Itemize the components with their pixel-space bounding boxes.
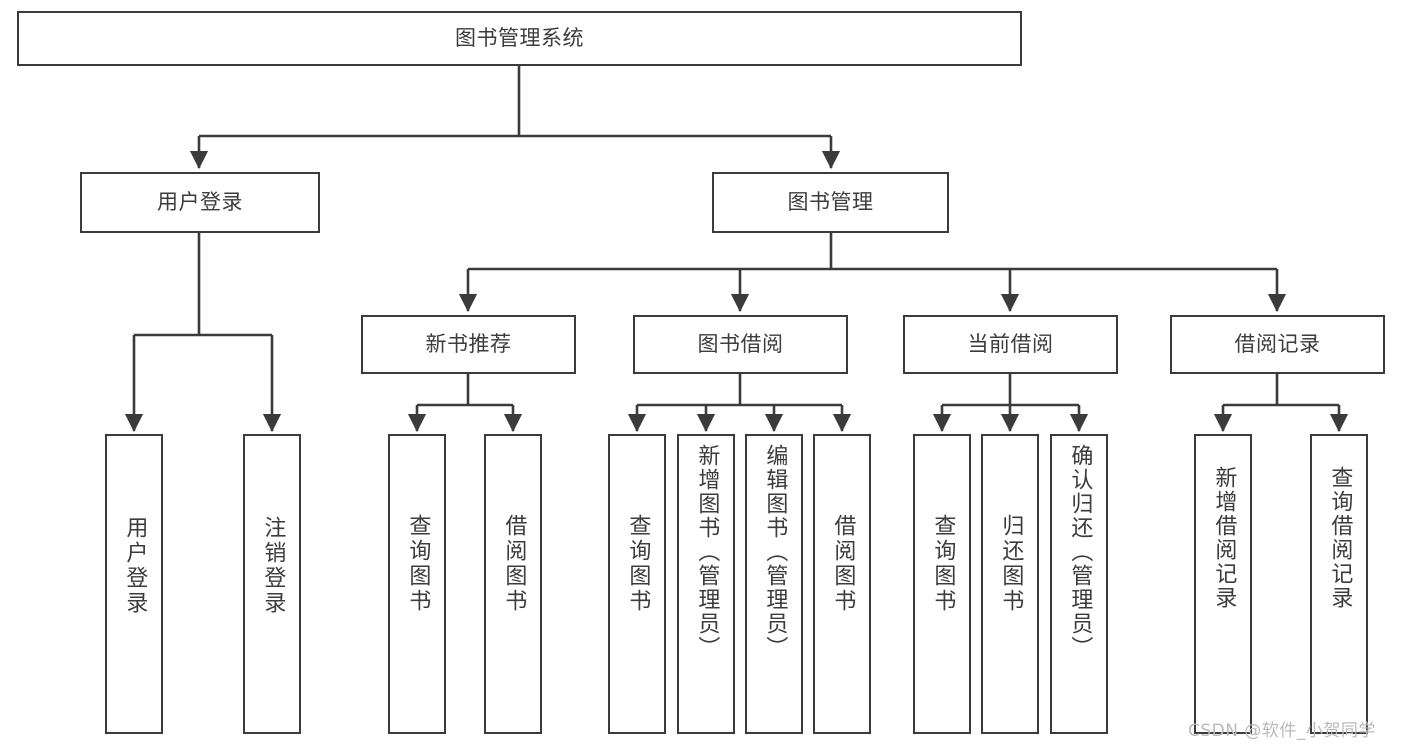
node-leaf-borrow-book-1-label: 借阅图书 xyxy=(501,514,527,614)
node-new-book-rec-label: 新书推荐 xyxy=(425,331,512,356)
node-leaf-confirm-return-label: 确认归还（管理员） xyxy=(1067,444,1093,660)
node-user-login[interactable]: 用户登录 xyxy=(80,172,320,233)
node-leaf-add-book-label: 新增图书（管理员） xyxy=(694,444,720,660)
node-leaf-query-record-label: 查询借阅记录 xyxy=(1327,466,1353,610)
node-current-borrow-label: 当前借阅 xyxy=(967,331,1054,356)
node-leaf-logout[interactable]: 注销登录 xyxy=(243,434,301,734)
node-leaf-query-book-2-label: 查询图书 xyxy=(625,514,651,614)
node-leaf-logout-label: 注销登录 xyxy=(260,516,286,616)
node-leaf-add-record[interactable]: 新增借阅记录 xyxy=(1194,434,1252,734)
node-borrow-record[interactable]: 借阅记录 xyxy=(1170,315,1385,374)
node-leaf-query-book-3-label: 查询图书 xyxy=(930,514,956,614)
node-book-manage-label: 图书管理 xyxy=(787,189,874,214)
node-leaf-return-book[interactable]: 归还图书 xyxy=(981,434,1039,734)
node-leaf-borrow-book-1[interactable]: 借阅图书 xyxy=(484,434,542,734)
node-borrow-record-label: 借阅记录 xyxy=(1234,331,1321,356)
node-current-borrow[interactable]: 当前借阅 xyxy=(903,315,1118,374)
node-leaf-edit-book[interactable]: 编辑图书（管理员） xyxy=(745,434,803,734)
node-leaf-query-book-1[interactable]: 查询图书 xyxy=(388,434,446,734)
node-root-label: 图书管理系统 xyxy=(455,25,584,50)
node-leaf-edit-book-label: 编辑图书（管理员） xyxy=(762,444,788,660)
csdn-watermark: CSDN @软件_小贺同学 xyxy=(1188,721,1376,741)
node-leaf-confirm-return[interactable]: 确认归还（管理员） xyxy=(1050,434,1108,734)
node-leaf-query-book-1-label: 查询图书 xyxy=(405,514,431,614)
node-book-borrow[interactable]: 图书借阅 xyxy=(633,315,848,374)
node-leaf-user-login[interactable]: 用户登录 xyxy=(105,434,163,734)
node-leaf-borrow-book-2[interactable]: 借阅图书 xyxy=(813,434,871,734)
node-leaf-add-book[interactable]: 新增图书（管理员） xyxy=(677,434,735,734)
node-leaf-borrow-book-2-label: 借阅图书 xyxy=(830,514,856,614)
node-leaf-query-book-3[interactable]: 查询图书 xyxy=(913,434,971,734)
node-leaf-user-login-label: 用户登录 xyxy=(122,516,148,616)
node-leaf-return-book-label: 归还图书 xyxy=(998,514,1024,614)
node-book-manage[interactable]: 图书管理 xyxy=(712,172,949,233)
node-root[interactable]: 图书管理系统 xyxy=(17,11,1022,66)
node-leaf-add-record-label: 新增借阅记录 xyxy=(1211,466,1237,610)
node-book-borrow-label: 图书借阅 xyxy=(697,331,784,356)
node-user-login-label: 用户登录 xyxy=(157,189,243,214)
node-new-book-rec[interactable]: 新书推荐 xyxy=(361,315,576,374)
node-leaf-query-record[interactable]: 查询借阅记录 xyxy=(1310,434,1368,734)
node-leaf-query-book-2[interactable]: 查询图书 xyxy=(608,434,666,734)
